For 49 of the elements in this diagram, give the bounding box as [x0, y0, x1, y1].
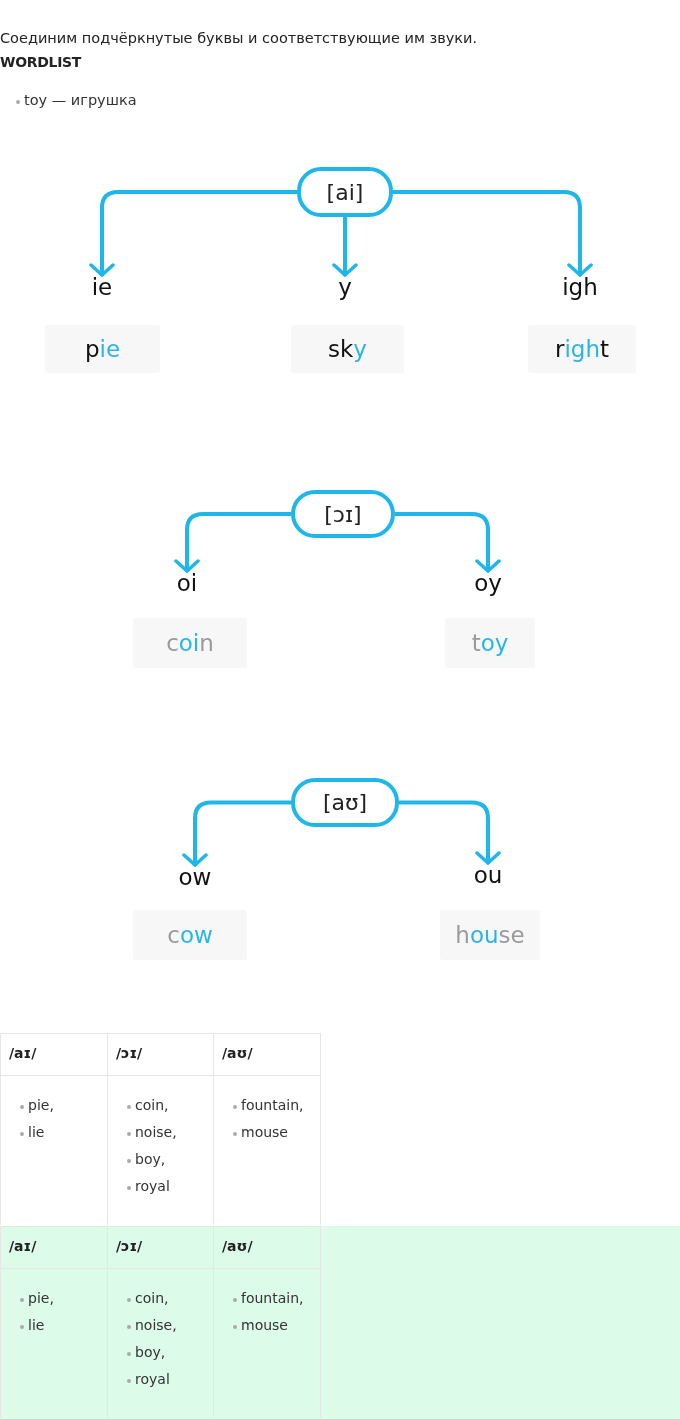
letter-label: y	[305, 274, 385, 300]
word-card: cow	[133, 910, 247, 960]
list-item: lie	[28, 1124, 45, 1140]
sound-pill: [ɔɪ]	[291, 490, 395, 538]
word-card: house	[440, 910, 540, 960]
arrow	[89, 190, 297, 277]
word-card: pie	[45, 325, 160, 373]
table-header: /aʊ/	[222, 1238, 253, 1254]
arrow	[393, 190, 593, 277]
word-card: right	[528, 325, 636, 373]
letter-label: ie	[62, 274, 142, 300]
arrow	[399, 800, 501, 865]
list-item: royal	[135, 1178, 170, 1194]
table-header: /aɪ/	[9, 1045, 37, 1061]
word-card: coin	[133, 618, 247, 668]
sound-pill: [aʊ]	[291, 778, 399, 827]
list-item: mouse	[241, 1124, 288, 1140]
list-item: toy — игрушка	[24, 92, 137, 108]
list-item: royal	[135, 1371, 170, 1387]
section-heading: WORDLIST	[0, 54, 82, 70]
table-header: /ɔɪ/	[116, 1045, 143, 1061]
table-header: /aɪ/	[9, 1238, 37, 1254]
arrow	[395, 512, 501, 573]
arrow	[174, 512, 291, 573]
word-card: toy	[445, 618, 535, 668]
list-item: coin,	[135, 1097, 169, 1113]
list-item: lie	[28, 1317, 45, 1333]
word-card: sky	[291, 325, 404, 373]
list-item: fountain,	[241, 1290, 304, 1306]
list-item: boy,	[135, 1344, 166, 1360]
list-item: boy,	[135, 1151, 166, 1167]
list-item: noise,	[135, 1124, 177, 1140]
letter-label: oi	[147, 570, 227, 596]
list-item: coin,	[135, 1290, 169, 1306]
table-header: /aʊ/	[222, 1045, 253, 1061]
list-item: mouse	[241, 1317, 288, 1333]
list-item: pie,	[28, 1290, 54, 1306]
sound-pill: [ai]	[297, 167, 393, 217]
letter-label: oy	[448, 570, 528, 596]
letter-label: igh	[540, 274, 620, 300]
list-item: noise,	[135, 1317, 177, 1333]
arrow	[332, 217, 358, 277]
instruction-text: Соединим подчёркнутые буквы и соответствующие им звуки.	[0, 30, 478, 46]
letter-label: ou	[448, 862, 528, 888]
list-item: pie,	[28, 1097, 54, 1113]
table-header: /ɔɪ/	[116, 1238, 143, 1254]
list-item: fountain,	[241, 1097, 304, 1113]
arrow	[182, 800, 291, 867]
letter-label: ow	[155, 864, 235, 890]
